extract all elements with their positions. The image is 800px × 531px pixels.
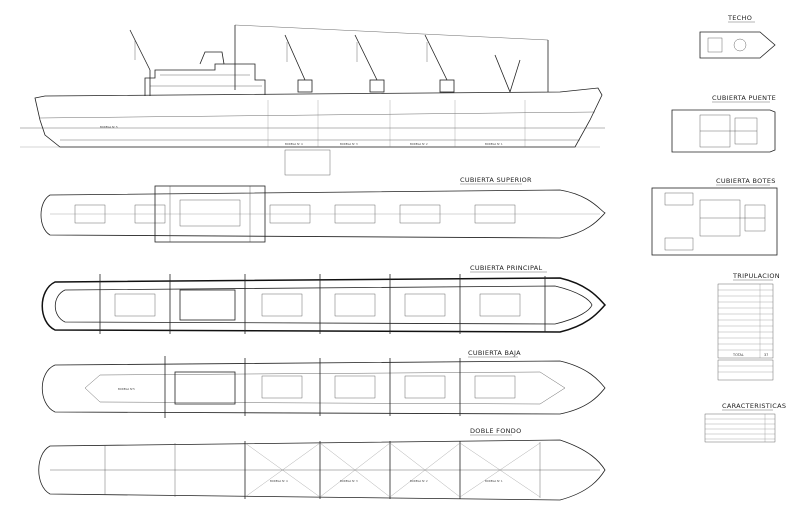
db-hold-4: BODEGA Nº 4 [270, 479, 288, 483]
title-cubierta-baja: CUBIERTA BAJA [468, 349, 521, 357]
profile-hold-2: BODEGA Nº 2 [410, 142, 428, 146]
title-tripulacion: TRIPULACION [732, 272, 780, 280]
crane-3 [424, 34, 455, 93]
crane-1 [284, 34, 313, 93]
plan-cubierta-botes [651, 187, 778, 256]
title-cubierta-principal: CUBIERTA PRINCIPAL [470, 264, 543, 272]
profile-hold-5: BODEGA Nº 5 [100, 125, 118, 129]
title-doble-fondo: DOBLE FONDO [470, 427, 522, 435]
profile-hold-3: BODEGA Nº 3 [340, 142, 358, 146]
plan-cubierta-puente [671, 109, 776, 153]
crane-aft [129, 29, 151, 96]
db-hold-1: BODEGA Nº 1 [485, 479, 503, 483]
profile-hold-1: BODEGA Nº 1 [485, 142, 503, 146]
plan-doble-fondo: BODEGA Nº 4 BODEGA Nº 3 BODEGA Nº 2 BODE… [38, 439, 606, 501]
title-cubierta-puente: CUBIERTA PUENTE [712, 94, 776, 102]
side-profile: BODEGA Nº 5 BODEGA Nº 4 BODEGA Nº 3 BODE… [20, 24, 605, 176]
crane-fwd [494, 54, 521, 93]
db-hold-3: BODEGA Nº 3 [340, 479, 358, 483]
crane-2 [354, 34, 385, 93]
plan-techo [699, 31, 776, 59]
profile-hold-4: BODEGA Nº 4 [285, 142, 303, 146]
tripulacion-table: TOTAL 37 [717, 283, 774, 381]
tripulacion-total-value: 37 [764, 353, 768, 357]
plan-cubierta-baja: BODEGA Nº5 [42, 356, 606, 418]
plan-cubierta-superior [40, 185, 606, 243]
plan-cubierta-principal [41, 274, 607, 334]
title-cubierta-botes: CUBIERTA BOTES [716, 177, 776, 185]
lower-deck-hold-5: BODEGA Nº5 [118, 387, 135, 391]
db-hold-2: BODEGA Nº 2 [410, 479, 428, 483]
title-cubierta-superior: CUBIERTA SUPERIOR [460, 176, 532, 184]
caracteristicas-table [704, 413, 776, 443]
tripulacion-total-label: TOTAL [732, 353, 744, 357]
title-techo: TECHO [727, 14, 752, 22]
title-caracteristicas: CARACTERISTICAS [722, 402, 786, 410]
